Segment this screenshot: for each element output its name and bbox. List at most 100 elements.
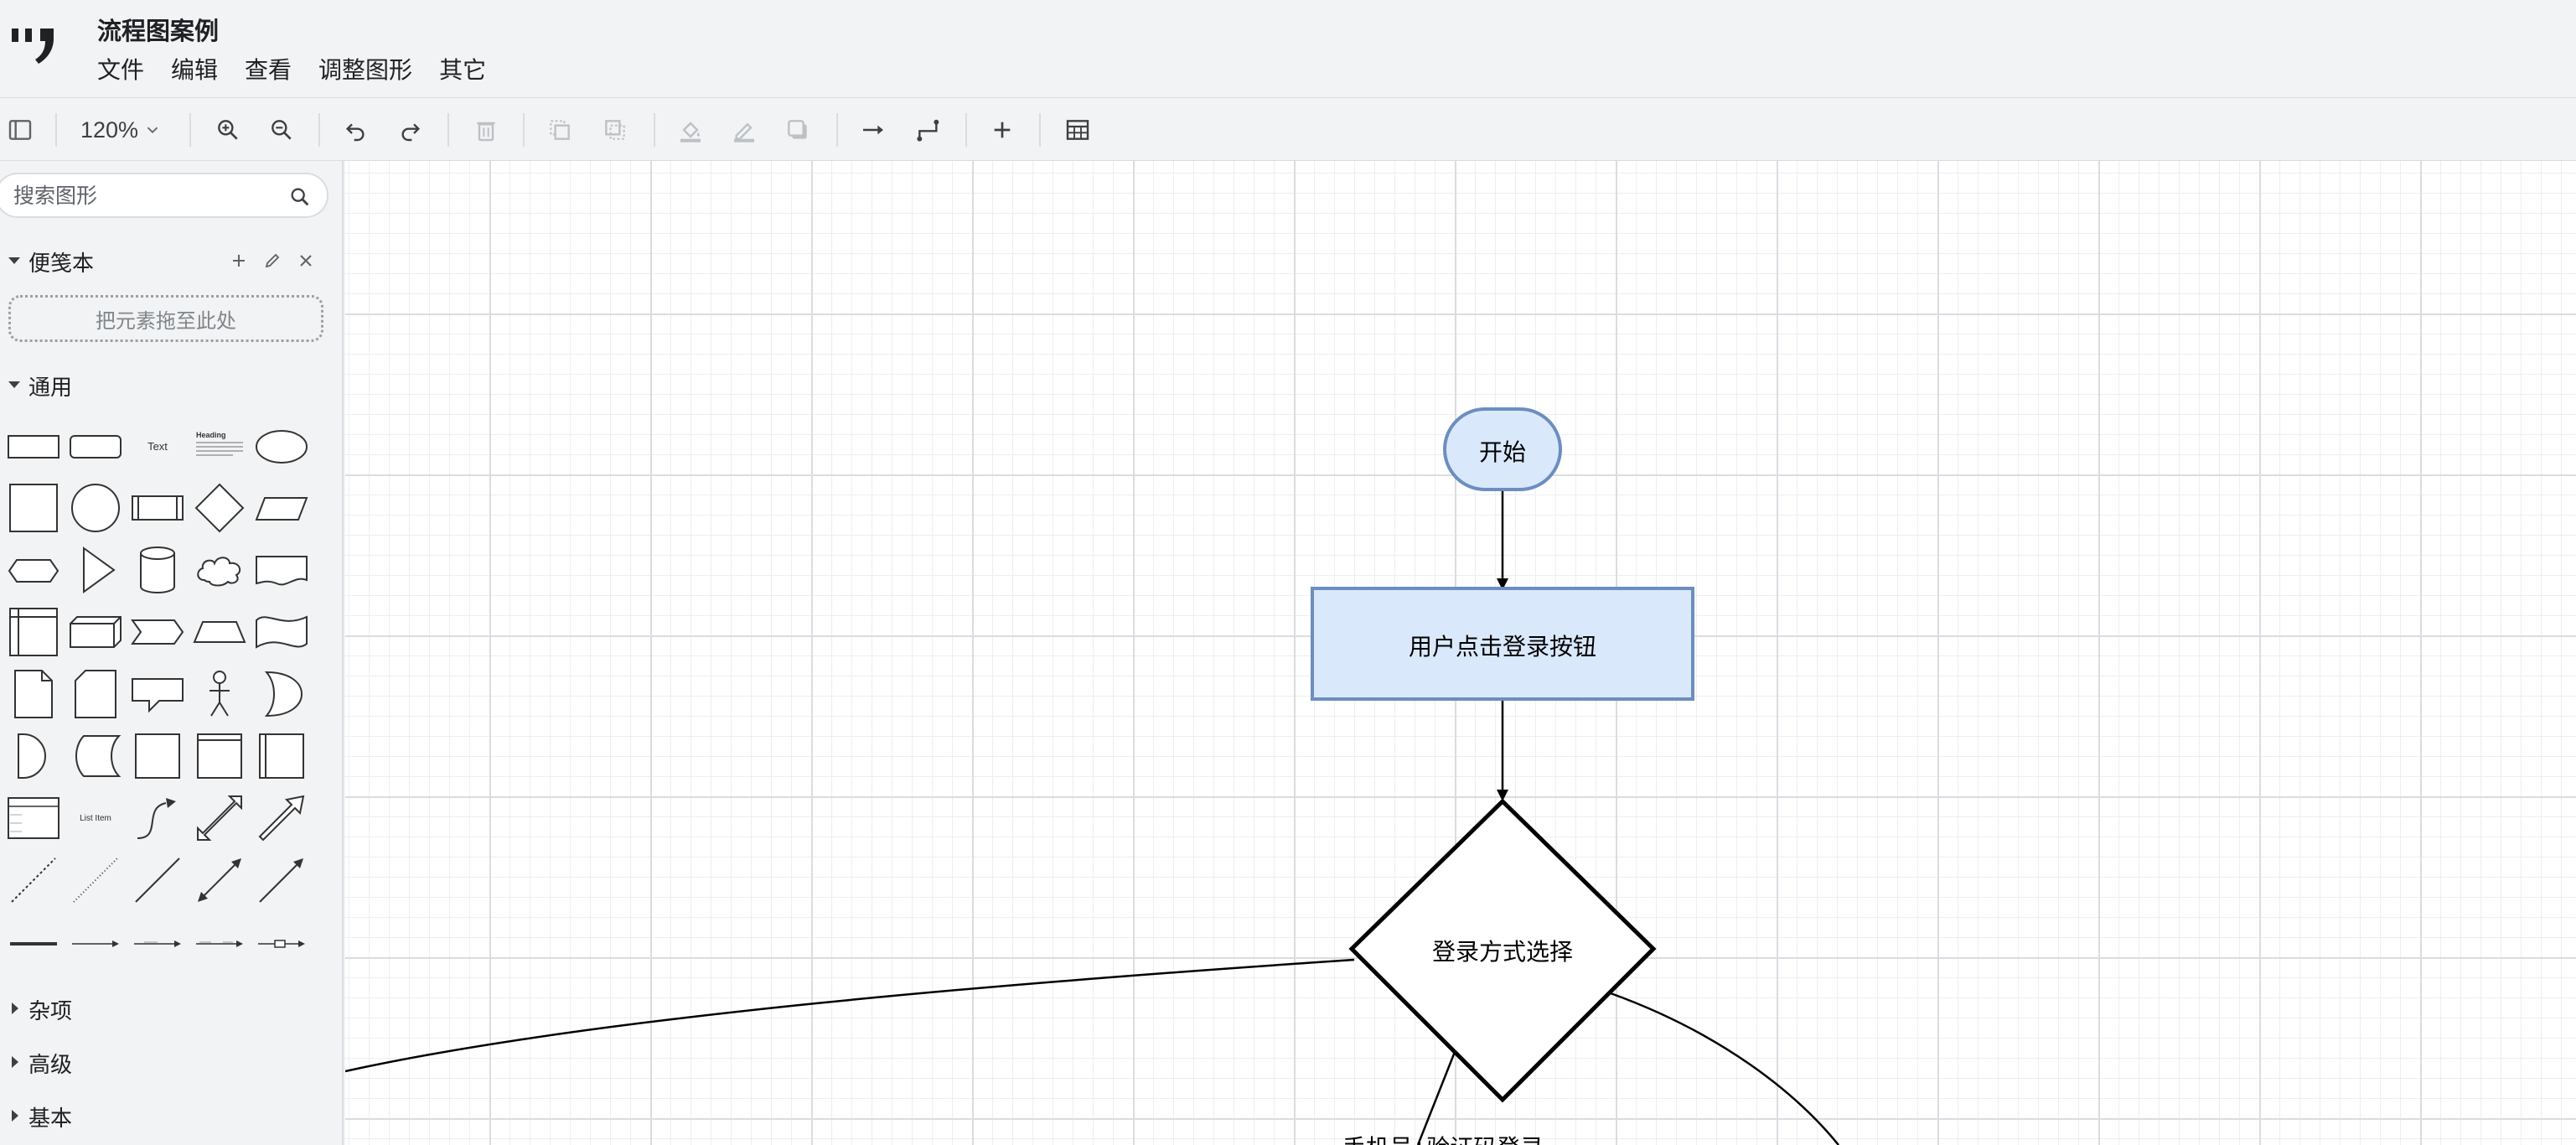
- edit-icon[interactable]: [260, 248, 285, 273]
- undo-icon[interactable]: [340, 115, 370, 145]
- caret-down-icon: [8, 381, 20, 388]
- shape-note[interactable]: [5, 666, 62, 723]
- edge-decision-right[interactable]: [1610, 992, 1839, 1145]
- section-misc[interactable]: 杂项: [0, 991, 335, 1024]
- toolbar-separator: [189, 113, 191, 147]
- shape-swimlane[interactable]: [191, 728, 248, 785]
- shape-container[interactable]: [129, 728, 186, 785]
- node-start[interactable]: [1443, 407, 1562, 491]
- zoom-in-icon[interactable]: [213, 115, 243, 145]
- shape-actor[interactable]: [191, 666, 248, 723]
- search-icon[interactable]: [288, 185, 312, 209]
- shape-line[interactable]: [129, 852, 186, 909]
- shape-bidirectional-arrow[interactable]: [191, 790, 248, 847]
- shape-triangle[interactable]: [67, 541, 124, 598]
- shape-ellipse[interactable]: [253, 417, 310, 474]
- toolbar-separator: [1039, 113, 1041, 147]
- shape-bidirectional-connector[interactable]: [191, 852, 248, 909]
- toolbar-separator: [836, 113, 838, 147]
- shape-step[interactable]: [129, 604, 186, 661]
- shape-vertical-container[interactable]: [253, 728, 310, 785]
- menu-extras[interactable]: 其它: [439, 57, 487, 83]
- shape-diamond[interactable]: [191, 479, 248, 536]
- edge-decision-left[interactable]: [345, 958, 1355, 1073]
- diagram-canvas[interactable]: 开始 用户点击登录按钮 登录方式选择 手机号+验证码登录: [345, 161, 2576, 1145]
- shape-list-item[interactable]: List Item: [67, 790, 124, 847]
- shape-rectangle[interactable]: [5, 417, 62, 474]
- shape-square[interactable]: [5, 479, 62, 536]
- redo-icon[interactable]: [396, 115, 426, 145]
- shape-connector-arrow[interactable]: [67, 914, 124, 971]
- shape-stored-data[interactable]: [67, 728, 124, 785]
- connection-arrow-icon[interactable]: [858, 115, 888, 145]
- app-logo-icon[interactable]: [12, 25, 57, 67]
- shape-rounded-rectangle[interactable]: [67, 417, 124, 474]
- table-icon[interactable]: [1063, 115, 1093, 145]
- section-basic[interactable]: 基本: [0, 1098, 335, 1132]
- node-user-click-login[interactable]: [1311, 587, 1694, 701]
- shape-or[interactable]: [253, 666, 310, 723]
- waypoints-icon[interactable]: [913, 115, 944, 145]
- zoom-out-icon[interactable]: [266, 115, 297, 145]
- shape-internal-storage[interactable]: [5, 604, 62, 661]
- shape-cloud[interactable]: [191, 541, 248, 598]
- shape-list[interactable]: [5, 790, 62, 847]
- caret-right-icon: [12, 1110, 18, 1122]
- section-basic-label: 基本: [28, 1106, 73, 1131]
- shape-process[interactable]: [129, 479, 186, 536]
- arrowhead-icon: [1497, 790, 1508, 801]
- shape-callout[interactable]: [129, 666, 186, 723]
- node-login-method-label: 登录方式选择: [1431, 939, 1573, 965]
- shape-dashed-line[interactable]: [5, 852, 62, 909]
- toolbar-separator: [523, 113, 525, 147]
- shape-text[interactable]: Text: [129, 417, 186, 474]
- fill-color-icon[interactable]: [675, 115, 706, 145]
- section-scratchpad[interactable]: 便笺本: [0, 243, 335, 277]
- shadow-icon[interactable]: [783, 115, 813, 145]
- shape-parallelogram[interactable]: [253, 479, 310, 536]
- node-login-method-decision[interactable]: [1348, 798, 1657, 1103]
- menu-arrange[interactable]: 调整图形: [318, 57, 413, 83]
- shape-curve[interactable]: [129, 790, 186, 847]
- shape-hexagon[interactable]: [5, 541, 62, 598]
- search-input[interactable]: [13, 183, 282, 210]
- to-back-icon[interactable]: [600, 115, 630, 145]
- shape-connector-symbol[interactable]: [253, 914, 310, 971]
- shape-text-label: Text: [147, 439, 168, 453]
- shape-document[interactable]: [253, 541, 310, 598]
- line-color-icon[interactable]: [729, 115, 759, 145]
- sidebar-toggle-icon[interactable]: [5, 115, 35, 145]
- shape-tape[interactable]: [253, 604, 310, 661]
- menu-view[interactable]: 查看: [245, 57, 292, 83]
- shape-card[interactable]: [67, 666, 124, 723]
- shape-connector-multi-label[interactable]: [191, 914, 248, 971]
- document-title[interactable]: 流程图案例: [97, 18, 220, 45]
- shape-arrow[interactable]: [253, 790, 310, 847]
- scratchpad-dropzone[interactable]: 把元素拖至此处: [8, 295, 323, 342]
- shape-connector-label[interactable]: [129, 914, 186, 971]
- to-front-icon[interactable]: [545, 115, 575, 145]
- zoom-value: 120%: [80, 117, 139, 142]
- caret-down-icon: [8, 257, 20, 264]
- toolbar-separator: [654, 113, 655, 147]
- menu-edit[interactable]: 编辑: [171, 57, 219, 83]
- arrowhead-icon: [1497, 578, 1508, 590]
- zoom-dropdown[interactable]: 120%: [80, 115, 162, 145]
- shape-dotted-line[interactable]: [67, 852, 124, 909]
- shape-cylinder[interactable]: [129, 541, 186, 598]
- shape-link[interactable]: [5, 914, 62, 971]
- shape-directional-connector[interactable]: [253, 852, 310, 909]
- menu-file[interactable]: 文件: [97, 57, 145, 83]
- section-advanced[interactable]: 高级: [0, 1044, 335, 1078]
- edge-decision-down[interactable]: [1416, 1051, 1456, 1145]
- section-general[interactable]: 通用: [0, 367, 335, 401]
- shape-cube[interactable]: [67, 604, 124, 661]
- shape-delay[interactable]: [5, 728, 62, 785]
- delete-icon[interactable]: [471, 115, 501, 145]
- shape-trapezoid[interactable]: [191, 604, 248, 661]
- shape-circle[interactable]: [67, 479, 124, 536]
- close-icon[interactable]: [293, 248, 318, 273]
- add-icon[interactable]: [226, 248, 251, 273]
- shape-textbox[interactable]: Heading: [191, 417, 248, 474]
- insert-icon[interactable]: [987, 115, 1017, 145]
